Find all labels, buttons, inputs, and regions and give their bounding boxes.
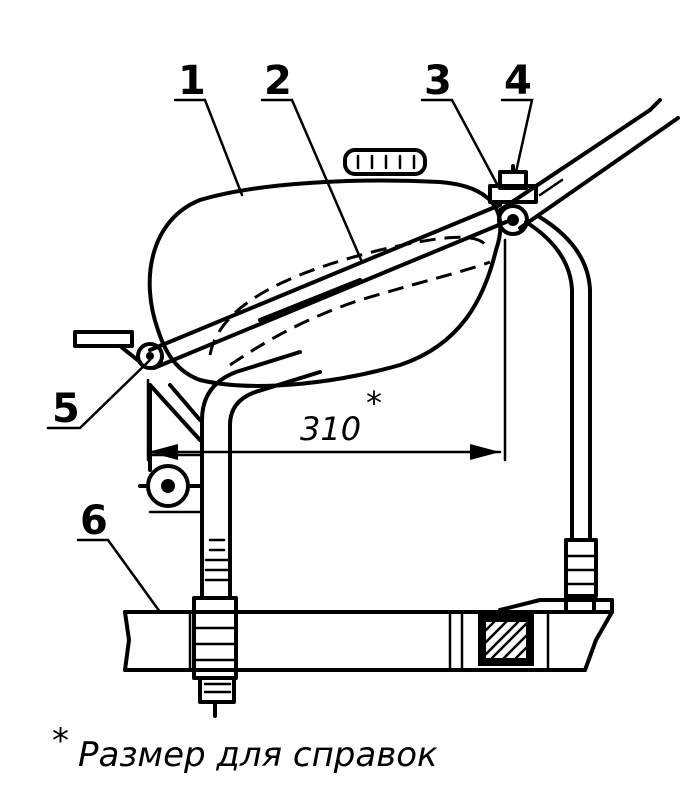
right-support-tube xyxy=(498,214,614,614)
hinge-joint xyxy=(73,330,164,370)
left-support-tube xyxy=(200,350,322,600)
callout-3: 3 xyxy=(424,58,452,104)
callout-2: 2 xyxy=(264,58,292,104)
frame-top-tube xyxy=(498,98,680,230)
cross-tube-section xyxy=(478,614,534,666)
clamp-bolt xyxy=(498,164,528,190)
strap-clamp xyxy=(488,184,538,236)
fuel-tank xyxy=(147,148,503,388)
footnote-asterisk: * xyxy=(52,721,69,761)
tank-strap xyxy=(148,203,508,370)
callout-1: 1 xyxy=(178,58,206,104)
callout-4: 4 xyxy=(504,58,532,104)
frame-beam xyxy=(123,610,614,672)
footnote-text: Размер для справок xyxy=(78,735,438,775)
dimension-value: 310 xyxy=(300,410,361,448)
callout-leaders xyxy=(46,98,534,614)
dimension-310: 310 * xyxy=(146,238,507,462)
left-clamp-bolt xyxy=(192,596,238,718)
callout-5: 5 xyxy=(52,386,80,432)
dimension-asterisk: * xyxy=(366,384,382,422)
left-mount-plate xyxy=(138,383,202,514)
callout-6: 6 xyxy=(80,498,108,544)
